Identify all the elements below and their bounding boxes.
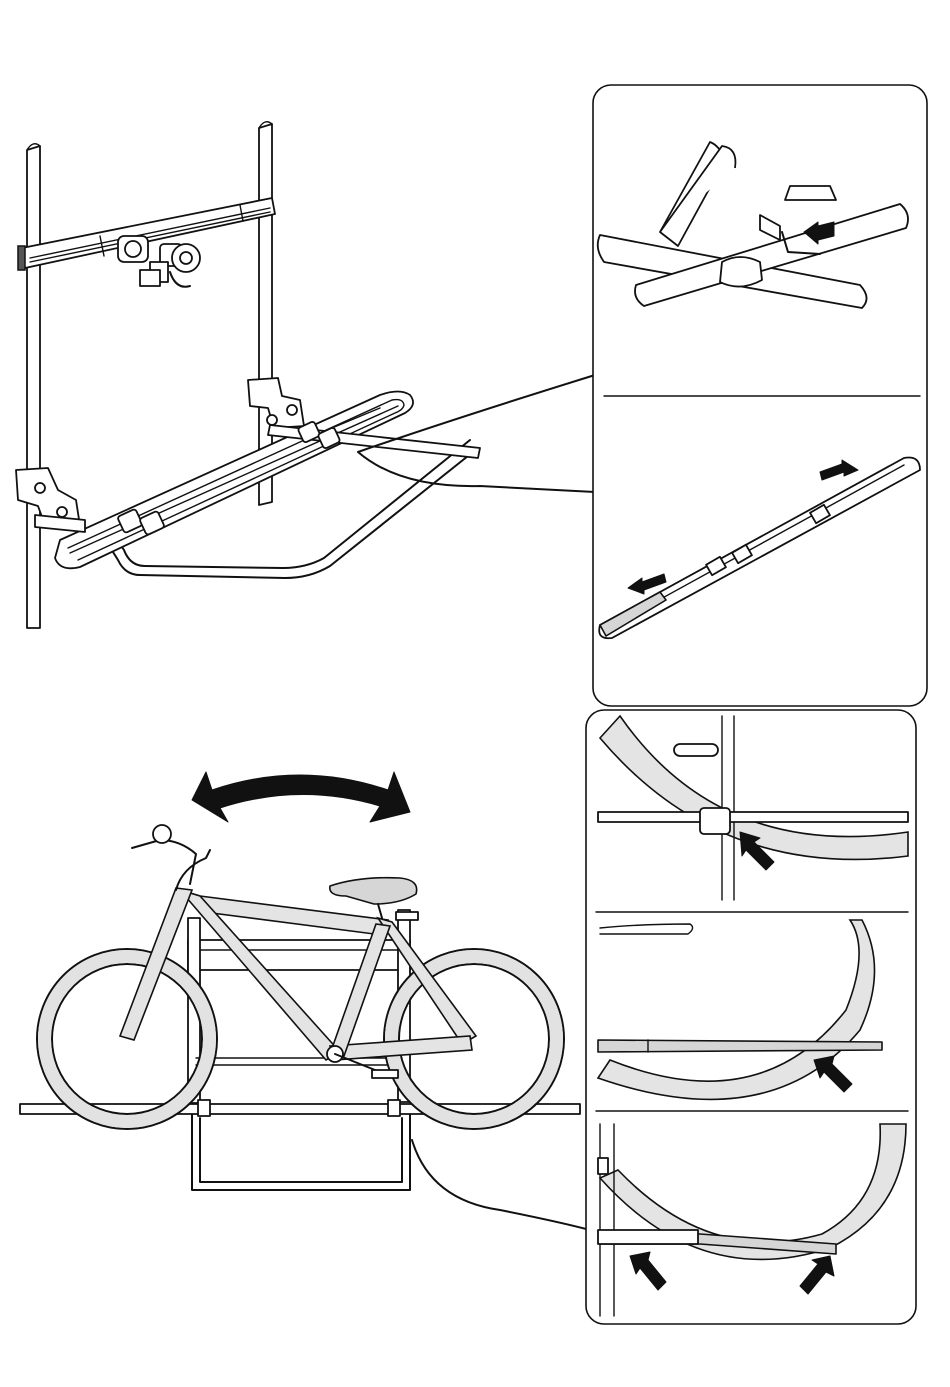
- callout-line: [412, 1140, 590, 1230]
- wheel-holder: [388, 1100, 400, 1116]
- rack-mounted-on-posts: [16, 122, 480, 628]
- post-bracket-right: [248, 378, 304, 428]
- mounting-post-left: [27, 144, 40, 628]
- double-headed-curved-arrow-icon: [192, 772, 410, 822]
- rail-clamp: [118, 236, 200, 287]
- detail-box-lower-right: [586, 710, 916, 1324]
- detail-box-upper-right: [593, 85, 927, 706]
- bike-on-rack-side-view: [20, 772, 580, 1190]
- wheel-holder: [198, 1100, 210, 1116]
- rear-wheel: [384, 949, 564, 1129]
